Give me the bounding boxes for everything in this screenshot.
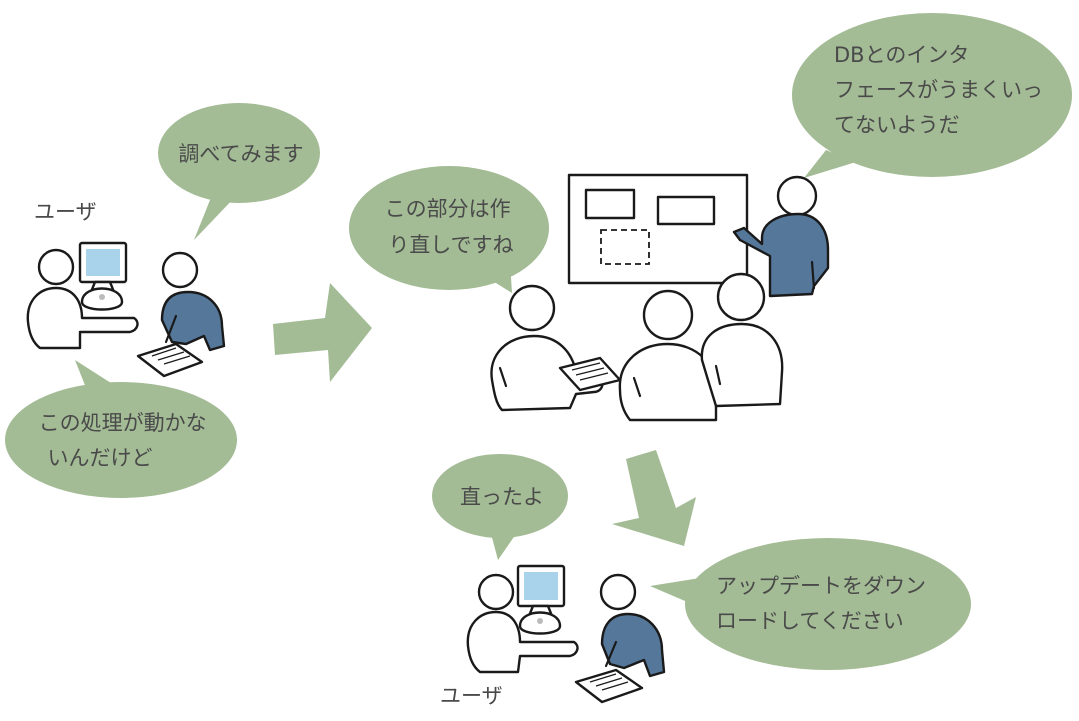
svg-text:DBとのインタ フェースがうまくいっ: DBとのインタ フェースがうまくいっ てないようだ (834, 43, 1050, 137)
participant-head (508, 284, 556, 332)
developer-body (600, 612, 666, 678)
bubble-line: アップデートをダウン (716, 574, 926, 598)
user-head (477, 573, 515, 611)
bubble-line: てないようだ (834, 113, 960, 137)
bubble-line: 調べてみます (178, 142, 303, 166)
bubble-line: DBとのインタ (834, 43, 969, 67)
bubble-fixed: 直ったよ (432, 454, 568, 560)
participant-head (716, 272, 766, 322)
arrow-right (273, 283, 372, 382)
computer-icon (78, 241, 128, 311)
user-body (26, 286, 139, 350)
computer-icon (516, 564, 566, 635)
developer-head (599, 573, 637, 611)
bubble-not-working: この処理が動かな いんだけど (5, 360, 237, 498)
scene-meeting (490, 173, 830, 422)
bubble-line: 直ったよ (460, 485, 544, 509)
user-body (466, 610, 579, 674)
bubble-line: この処理が動かな (39, 411, 207, 435)
user-head (37, 248, 75, 286)
developer-head (161, 251, 199, 289)
svg-text:この処理が動かな いんだけど: この処理が動かな いんだけど (39, 411, 214, 470)
paper-icon (574, 668, 644, 704)
participant-head (642, 289, 694, 341)
bubble-line: この部分は作 (385, 197, 511, 221)
presenter-head (776, 175, 818, 217)
scene-fixed (466, 564, 666, 704)
user-label-top: ユーザ (34, 200, 97, 224)
svg-text:この部分は作 り直しですね: この部分は作 り直しですね (385, 197, 518, 257)
bubble-investigate: 調べてみます (158, 103, 320, 240)
user-label-bottom: ユーザ (440, 684, 503, 708)
bubble-line: ロードしてください (716, 609, 904, 633)
svg-text:直ったよ: 直ったよ (460, 485, 544, 509)
bubble-update: アップデートをダウン ロードしてください (650, 538, 971, 670)
developer-body (160, 290, 226, 352)
presenter-body (732, 212, 830, 298)
paper-icon (136, 342, 204, 378)
bubble-rebuild: この部分は作 り直しですね (349, 166, 549, 293)
whiteboard (567, 173, 749, 285)
svg-text:調べてみます: 調べてみます (178, 142, 303, 166)
bubble-line: り直しですね (388, 233, 513, 257)
bubble-line: いんだけど (48, 446, 153, 470)
bubble-line: フェースがうまくいっ (834, 78, 1043, 102)
scene-initial-report (26, 241, 226, 378)
svg-text:アップデートをダウン ロードしてください: アップデートをダウン ロードしてください (716, 574, 933, 633)
bubble-db-interface: DBとのインタ フェースがうまくいっ てないようだ (792, 13, 1072, 178)
arrow-down (612, 450, 696, 546)
participant-body (700, 322, 784, 408)
